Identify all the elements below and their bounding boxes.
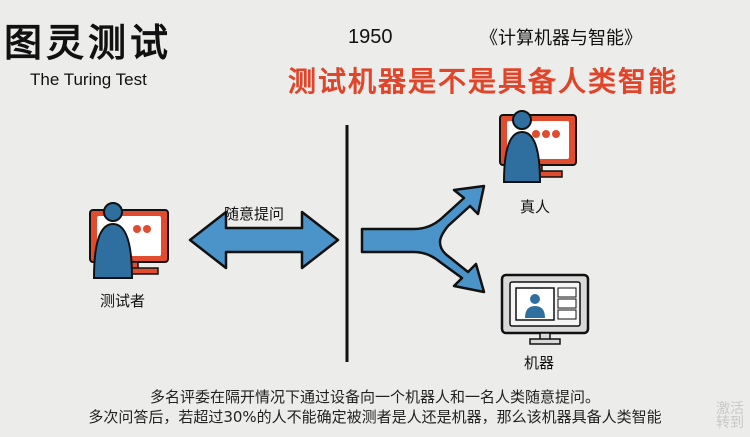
human-icon [499,110,577,183]
tester-label: 测试者 [100,292,146,310]
headline-question: 测试机器是不是具备人类智能 [288,65,679,98]
activation-watermark: 激活 转到 [716,402,744,430]
caption-line-1: 多名评委在隔开情况下通过设备向一个机器人和一名人类随意提问。 [149,388,600,406]
tester-icon [89,202,169,279]
machine-icon [500,273,590,345]
page-subtitle: The Turing Test [30,70,147,89]
watermark-line-2: 转到 [716,415,744,431]
page-title: 图灵测试 [4,20,173,65]
book-title: 《计算机器与智能》 [480,28,642,49]
arrow-label: 随意提问 [224,205,285,223]
question-arrow [188,210,340,270]
year-label: 1950 [348,26,393,48]
caption-line-2: 多次问答后，若超过30%的人不能确定被测者是人还是机器，那么该机器具备人类智能 [88,408,662,426]
watermark-line-1: 激活 [716,401,744,417]
machine-label: 机器 [524,354,555,372]
human-label: 真人 [520,198,551,216]
branch-arrow [360,184,486,294]
